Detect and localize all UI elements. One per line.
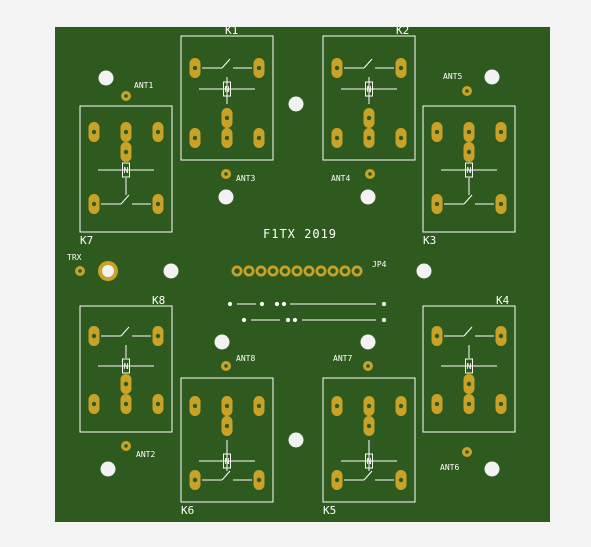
relay-label: K4 <box>496 294 510 307</box>
mounting-hole <box>98 70 114 86</box>
trx-label: TRX <box>67 253 82 262</box>
relay-k4: NK4 <box>422 294 516 433</box>
relay-label: K1 <box>225 24 238 37</box>
ant2-label: ANT2 <box>136 450 155 459</box>
mounting-hole <box>416 263 432 279</box>
relay-footprints: NK1 NK2NK7 NK3NK8 NK4NK6 NK5 <box>79 24 516 517</box>
ant3-connector: ANT3 <box>221 169 255 183</box>
ant6-label: ANT6 <box>440 463 459 472</box>
ant4-label: ANT4 <box>331 174 350 183</box>
relay-k1: NK1 <box>180 24 274 161</box>
trx-connector: TRX <box>67 253 118 281</box>
ant7-label: ANT7 <box>333 354 352 363</box>
mounting-hole <box>163 263 179 279</box>
relay-k3: NK3 <box>422 105 516 247</box>
mounting-hole <box>100 461 116 477</box>
mounting-holes <box>98 69 500 477</box>
ant6-connector: ANT6 <box>440 447 472 472</box>
ant1-label: ANT1 <box>134 81 153 90</box>
antenna-connectors: ANT1 ANT3 ANT4 ANT5 ANT8 ANT7 ANT2 ANT6 <box>121 72 472 472</box>
mounting-hole <box>360 189 376 205</box>
relay-label: K8 <box>152 294 165 307</box>
relay-label: K2 <box>396 24 409 37</box>
board-title: F1TX 2019 <box>263 227 337 241</box>
relay-k7: NK7 <box>79 105 173 247</box>
ant4-connector: ANT4 <box>331 169 375 183</box>
relay-k5: NK5 <box>322 377 416 517</box>
mounting-hole <box>288 432 304 448</box>
silkscreen-lines <box>227 301 387 323</box>
mounting-hole <box>288 96 304 112</box>
ant8-label: ANT8 <box>236 354 255 363</box>
ant3-label: ANT3 <box>236 174 255 183</box>
ant5-label: ANT5 <box>443 72 462 81</box>
ant1-connector: ANT1 <box>121 81 153 101</box>
mounting-hole <box>218 189 234 205</box>
relay-label: K6 <box>181 504 194 517</box>
mounting-hole <box>484 461 500 477</box>
ant7-connector: ANT7 <box>333 354 373 371</box>
jp4-header: JP4 <box>231 260 387 277</box>
ant2-connector: ANT2 <box>121 441 155 459</box>
relay-k8: NK8 <box>79 294 173 433</box>
relay-k2: NK2 <box>322 24 416 161</box>
ant5-connector: ANT5 <box>443 72 472 96</box>
relay-label: K5 <box>323 504 336 517</box>
mounting-hole <box>360 334 376 350</box>
mounting-hole <box>214 334 230 350</box>
jp4-label: JP4 <box>372 260 387 269</box>
relay-label: K3 <box>423 234 436 247</box>
relay-k6: NK6 <box>180 377 274 517</box>
ant8-connector: ANT8 <box>221 354 255 371</box>
relay-label: K7 <box>80 234 93 247</box>
mounting-hole <box>484 69 500 85</box>
